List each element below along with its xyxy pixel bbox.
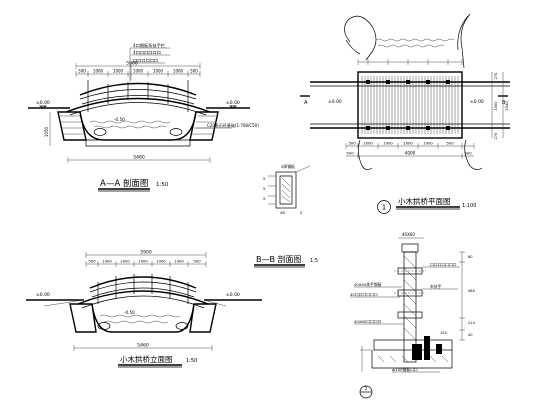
plan-span-dim: 1000 xyxy=(363,141,373,146)
plan-number-circle xyxy=(377,200,391,214)
elev-bottom-total: 5460 xyxy=(137,343,149,349)
detail-callout: 40X60口口口口 xyxy=(354,319,382,324)
aa-top-total: 5900 xyxy=(126,61,138,67)
plan-deck xyxy=(357,71,463,139)
aa-left-level: ±0.00 xyxy=(36,100,50,106)
aa-callout-2: 4口口口口口口 xyxy=(133,50,161,55)
detail-dim: 210 xyxy=(468,321,476,325)
aa-callout-1: 4口钢板条扶手栏 xyxy=(133,42,165,49)
elev-scale: 1:50 xyxy=(186,358,197,364)
plan-span-dim: 500 xyxy=(446,141,454,146)
detail-callout: 40口口口口口口 xyxy=(350,292,378,297)
plan-marker-a: A xyxy=(304,100,308,106)
aa-span-dim: 1000 xyxy=(93,69,104,74)
aa-bottom-total: 5460 xyxy=(133,155,145,161)
plan-left-bank xyxy=(344,15,377,61)
aa-foundation-note: C20毛石砼基础(1:708/C50) xyxy=(207,122,259,128)
aa-span-dim: 500 xyxy=(190,69,198,74)
aa-span-dim: 1000 xyxy=(133,69,144,74)
detail-callout: 口口口口口口口 xyxy=(430,262,457,267)
aa-deck-arch xyxy=(65,97,211,113)
elev-handrail xyxy=(89,276,197,289)
elev-title: 小木拱桥立面图 xyxy=(120,354,173,364)
detail-bb-small: 5 5 5 46 5厚钢板 5 B—B 剖面图 1:5 xyxy=(254,164,318,268)
aa-railing-posts xyxy=(87,80,189,112)
plan-left-level: ±0.00 xyxy=(328,99,342,105)
aa-span-dim: 1000 xyxy=(173,69,184,74)
elev-span-dim: 1000 xyxy=(138,259,148,264)
aa-right-abutment xyxy=(189,111,219,141)
plan-right-dim: 1000 xyxy=(494,102,498,111)
elev-span-dim: 1000 xyxy=(174,259,184,264)
plan-span-dim: 1000 xyxy=(383,141,393,146)
plan-marker-b: B xyxy=(502,100,506,106)
section-aa: 4口钢板条扶手栏 4口口口口口口 口口口口口口 5900 500 1000 10… xyxy=(28,42,259,192)
elev-span-dim: 1000 xyxy=(156,259,166,264)
plan-span-dim: 500 xyxy=(348,141,356,146)
plan-title: 小木拱桥平面图 xyxy=(398,196,451,206)
bb-title: B—B 剖面图 xyxy=(256,254,302,264)
detail-dim: 480 xyxy=(468,289,476,293)
bb-note: 5厚钢板 xyxy=(281,164,295,169)
plan-right-bank xyxy=(460,13,471,69)
detail-dim: 60 xyxy=(468,255,473,259)
plan-scale: 1:100 xyxy=(462,203,476,209)
aa-span-dim: 1000 xyxy=(153,69,164,74)
detail-right: 40X60 40X40扶手钢板 40口口口口口口 40X60口口口口 口口口口口… xyxy=(350,232,476,399)
bb-dim-label: 5 xyxy=(263,186,266,191)
plan-right-total: 1540 xyxy=(504,101,509,111)
detail-callout: 40X40扶手钢板 xyxy=(354,282,382,287)
plan-right-dim: 270 xyxy=(494,133,498,140)
aa-height-left: 1050 xyxy=(44,126,49,137)
elev-deck-arch xyxy=(77,290,209,305)
bb-dim-label: 5 xyxy=(263,176,266,181)
bb-dim-label: 5 xyxy=(263,196,266,201)
elev-span-dim: 500 xyxy=(193,259,201,264)
aa-title: A—A 剖面图 xyxy=(100,178,148,189)
elev-span-dim: 500 xyxy=(88,259,96,264)
aa-span-dim: 1000 xyxy=(113,69,124,74)
detail-circle-number: 2 xyxy=(365,386,368,391)
bb-scale: 1:5 xyxy=(310,258,318,264)
plan-right-offset: 500 xyxy=(464,151,472,156)
plan-right-dim: 270 xyxy=(494,73,498,80)
aa-span-dim: 500 xyxy=(78,69,86,74)
bb-dim-label: 46 xyxy=(280,210,285,215)
plan-posts xyxy=(366,80,450,130)
plan-span-dim: 1000 xyxy=(403,141,413,146)
detail-bottom-note: ф100钢板口口 xyxy=(392,367,418,372)
aa-right-level: ±0.00 xyxy=(226,100,240,106)
elev-left-level: ±0.00 xyxy=(36,292,50,298)
plan-bottom-total: 4000 xyxy=(405,151,416,156)
aa-water-level: -0.50 xyxy=(114,117,125,122)
plan-deck-planks xyxy=(361,76,459,134)
aa-handrail xyxy=(79,82,197,96)
bb-dim: 5 xyxy=(300,210,303,215)
plan-span-dim: 1000 xyxy=(423,141,433,146)
elevation-view: 5900 500 1000 1000 1000 1000 1000 500 xyxy=(26,250,262,368)
elev-span-dim: 1000 xyxy=(102,259,112,264)
detail-top-dim: 40X60 xyxy=(402,232,415,237)
detail-dim: 150 xyxy=(440,331,448,335)
detail-callout: 木扶手 xyxy=(430,284,442,289)
aa-scale: 1:50 xyxy=(156,182,169,188)
elev-top-total: 5900 xyxy=(140,250,152,256)
plan-left-offset: 500 xyxy=(346,151,354,156)
elev-water-level: -0.50 xyxy=(124,310,135,315)
aa-callout-3: 口口口口口口 xyxy=(133,58,158,63)
plan-right-level: ±0.00 xyxy=(470,99,484,105)
plan-number: 1 xyxy=(382,204,386,212)
elev-span-dim: 1000 xyxy=(120,259,130,264)
elev-right-level: ±0.00 xyxy=(226,292,240,298)
detail-dim: 40 xyxy=(468,333,473,337)
plan-view: A B ±0.00 ±0.00 500 1000 1000 1000 1000 … xyxy=(300,13,510,214)
